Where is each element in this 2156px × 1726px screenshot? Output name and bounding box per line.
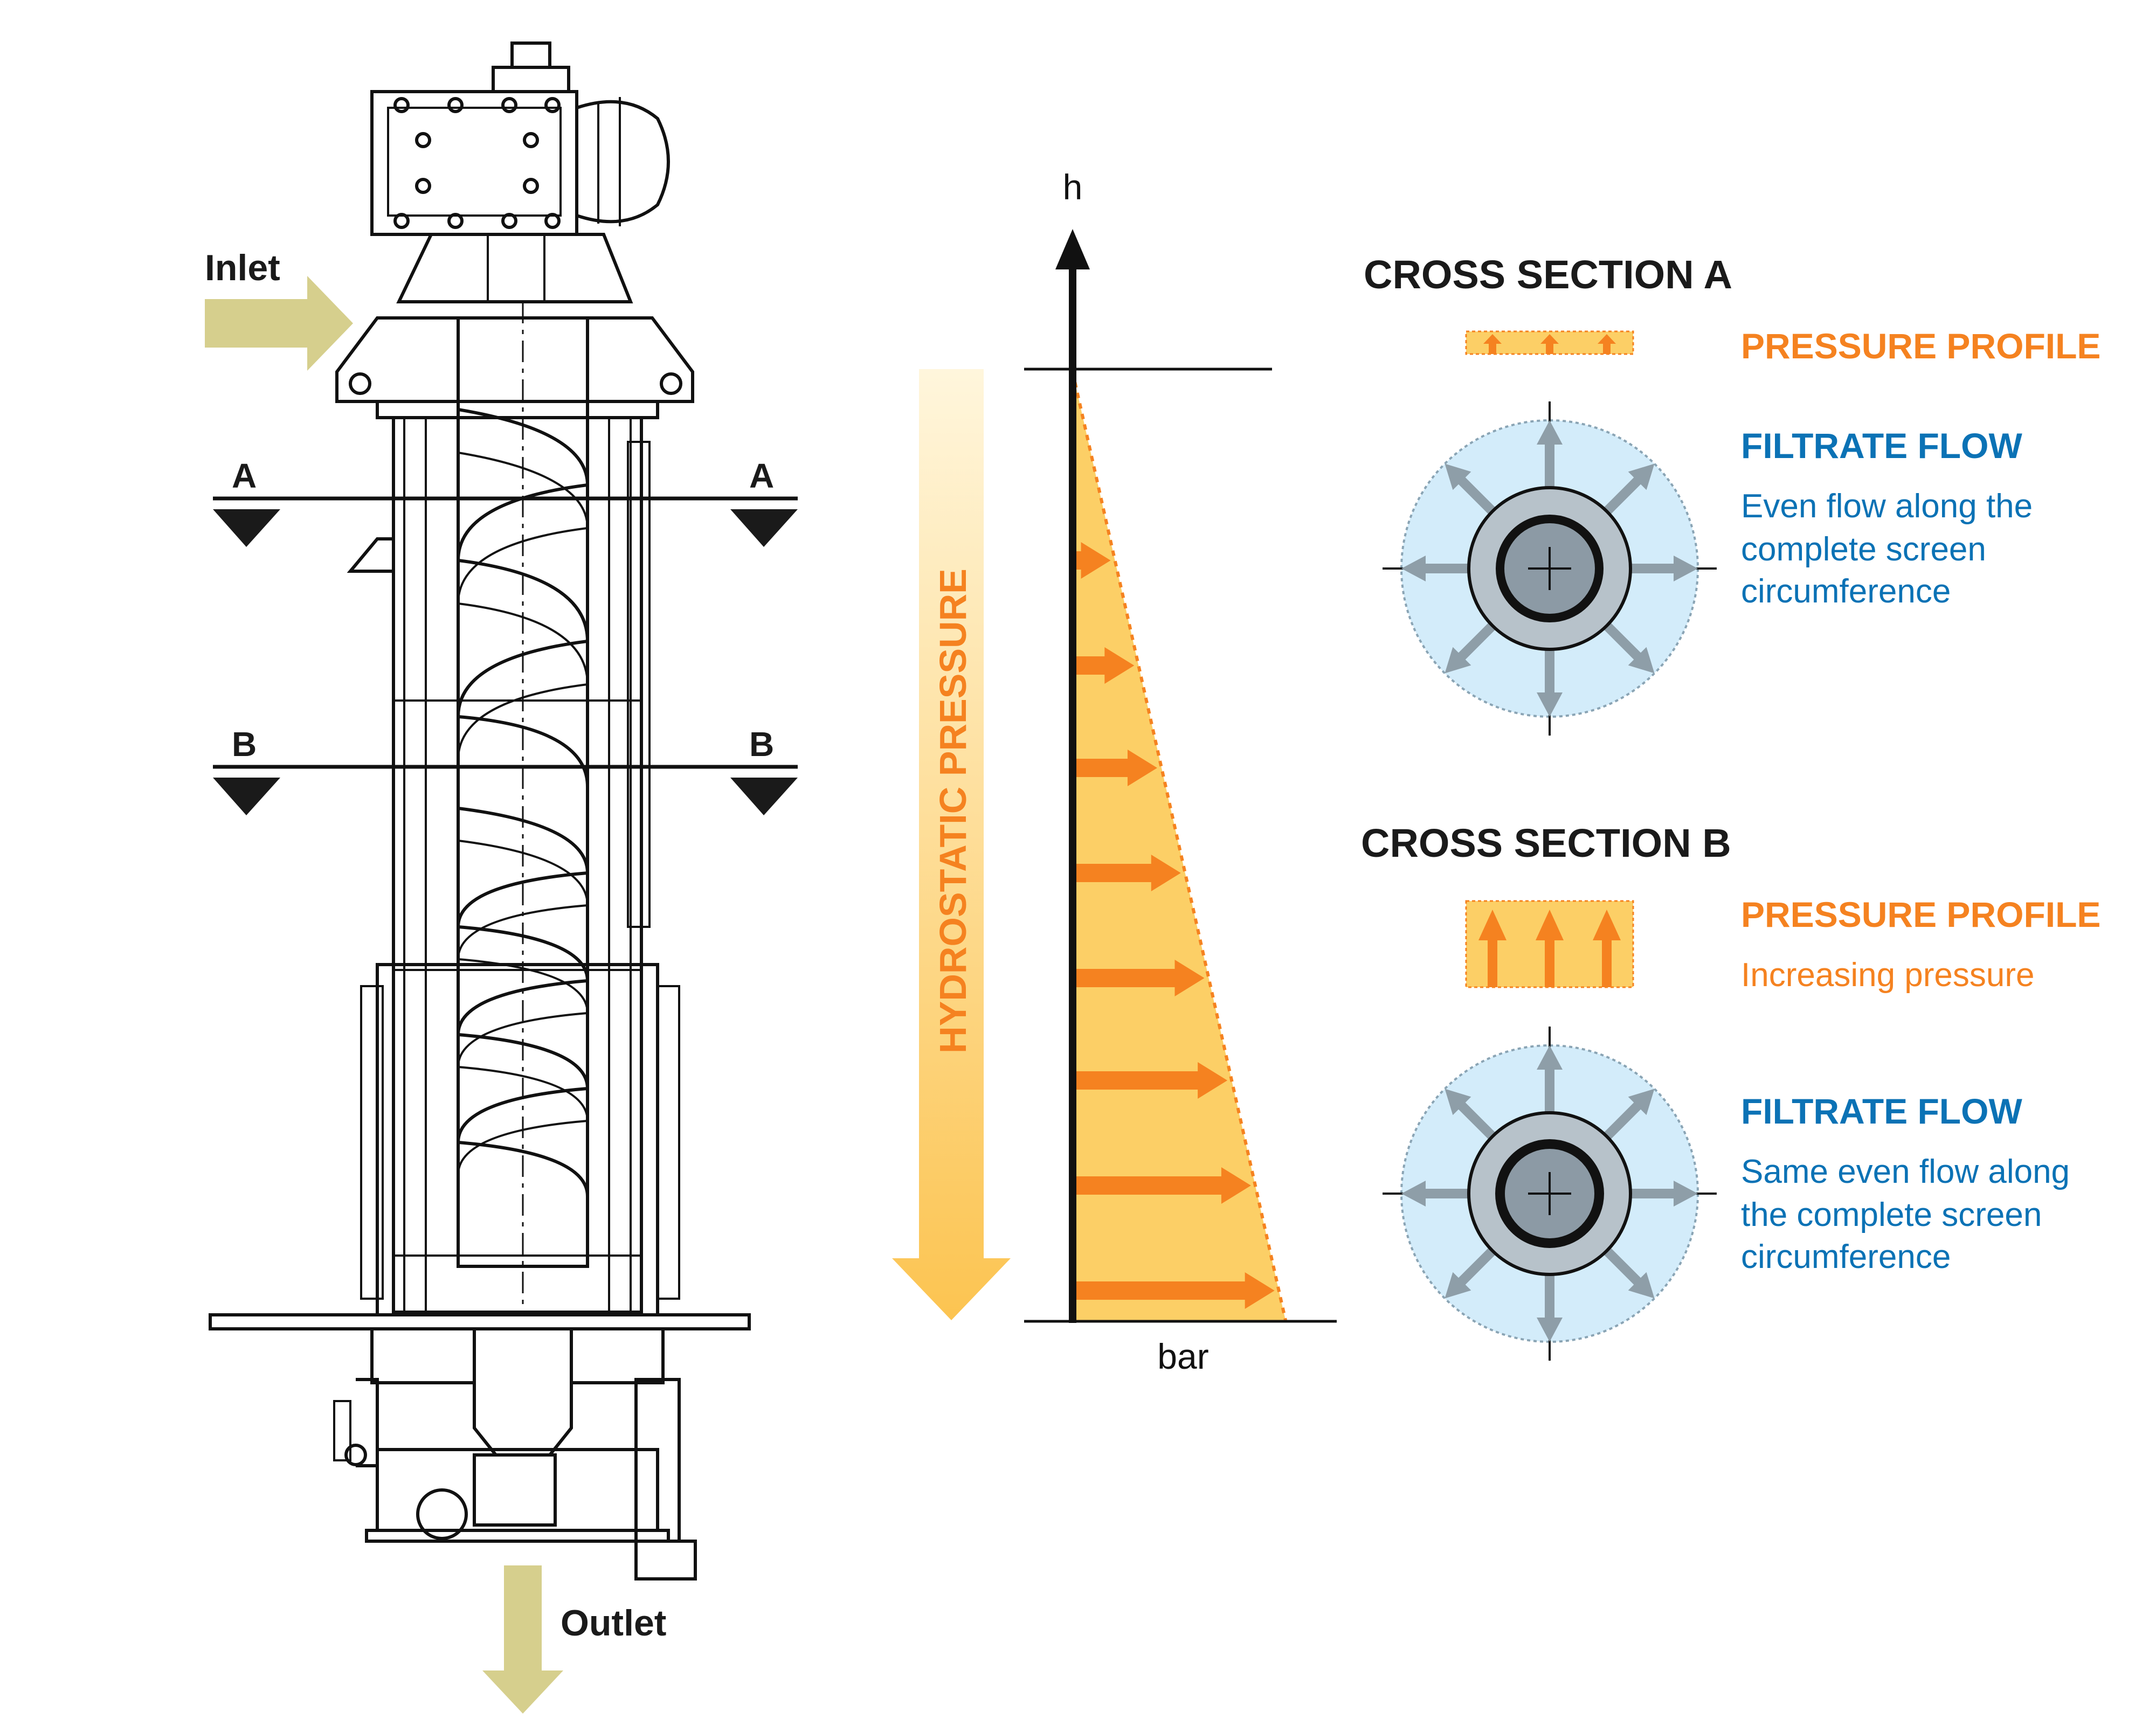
section-line-a: A A: [213, 456, 798, 547]
filtrate-flow-arrow-3: [1537, 1274, 1563, 1342]
hydrostatic-pressure-arrow: [892, 369, 1011, 1320]
filtrate-flow-arrow-7: [1537, 1045, 1563, 1113]
screw-press-machine: Inlet Outlet A A B B: [205, 41, 798, 1714]
filtrate-flow-arrow-2: [1603, 1247, 1655, 1299]
section-b-left-marker: [213, 778, 280, 815]
cross-section-b-panel: CROSS SECTION B PRESSURE PROFILE Increas…: [1361, 821, 2100, 1361]
pressure-arrow-1: [1075, 542, 1111, 579]
filtrate-flow-arrow-4: [1445, 1247, 1496, 1299]
drive-unit: [370, 41, 670, 303]
inlet-label: Inlet: [205, 247, 280, 288]
filtrate-flow-arrow-4: [1445, 622, 1496, 674]
pressure-arrow-7: [1075, 1167, 1251, 1204]
pressure-profile-a-title: PRESSURE PROFILE: [1741, 326, 2100, 366]
section-line-b: B B: [213, 725, 798, 815]
filtrate-flow-a-text-line-1: Even flow along the: [1741, 488, 2033, 525]
section-a-left-label: A: [232, 456, 257, 495]
pressure-arrow-3: [1075, 750, 1157, 786]
section-a-right-marker: [730, 509, 798, 547]
filtrate-flow-a-title: FILTRATE FLOW: [1741, 426, 2022, 466]
filtrate-flow-arrow-8: [1603, 463, 1655, 515]
filtrate-flow-a-text-line-3: circumference: [1741, 573, 1951, 610]
pressure-arrow-6: [1075, 1062, 1228, 1099]
pressure-arrow-4: [1075, 855, 1181, 891]
pressure-arrows: [1075, 542, 1275, 1309]
filtrate-flow-a-text-line-2: complete screen: [1741, 531, 1986, 568]
filtrate-flow-arrow-1: [1630, 556, 1698, 581]
filtrate-flow-arrow-6: [1445, 463, 1496, 515]
filtrate-flow-arrow-2: [1603, 622, 1655, 674]
filtrate-flow-b-text-line-3: circumference: [1741, 1238, 1951, 1276]
pressure-profile-b-text: Increasing pressure: [1741, 956, 2035, 994]
filtrate-flow-arrow-6: [1445, 1089, 1496, 1140]
section-b-right-label: B: [749, 725, 774, 764]
section-b-left-label: B: [232, 725, 257, 764]
base-plate: [209, 1313, 751, 1457]
outlet-label: Outlet: [561, 1603, 666, 1644]
screw-conveyor: [457, 302, 589, 1380]
pressure-triangle-edge: [1071, 371, 1287, 1321]
filtrate-flow-b-text-line-2: the complete screen: [1741, 1196, 2042, 1233]
filtrate-flow-arrow-8: [1603, 1089, 1655, 1140]
filtrate-flow-arrow-3: [1537, 649, 1563, 717]
bar-axis-label: bar: [1157, 1336, 1208, 1376]
section-a-right-label: A: [749, 456, 774, 495]
filtrate-flow-arrow-5: [1401, 556, 1469, 581]
section-b-right-marker: [730, 778, 798, 815]
screen-housing: [347, 416, 680, 1316]
cross-section-a-circle: [1383, 401, 1717, 736]
pressure-arrow-8: [1075, 1272, 1275, 1309]
outlet-housing: [333, 1378, 697, 1581]
cross-section-a-heading: CROSS SECTION A: [1364, 252, 1732, 297]
h-axis-label: h: [1063, 167, 1083, 207]
section-a-left-marker: [213, 509, 280, 547]
pressure-profile-b-icon: [1465, 900, 1634, 988]
filtrate-flow-arrow-7: [1537, 420, 1563, 488]
filtrate-flow-arrow-1: [1630, 1181, 1698, 1207]
pressure-profile-a-icon: [1465, 330, 1634, 355]
inlet-flange: [335, 316, 694, 419]
pressure-arrow-5: [1075, 960, 1205, 996]
cross-section-b-heading: CROSS SECTION B: [1361, 821, 1731, 865]
cross-section-a-panel: CROSS SECTION A PRESSURE PROFILE FILTRAT…: [1364, 252, 2100, 736]
filtrate-flow-arrow-5: [1401, 1181, 1469, 1207]
outlet-arrow: [482, 1565, 563, 1714]
pressure-arrow-2: [1075, 647, 1135, 684]
filtrate-flow-b-title: FILTRATE FLOW: [1741, 1091, 2022, 1131]
cross-section-b-circle: [1383, 1027, 1717, 1361]
inlet-arrow: [205, 276, 353, 371]
pressure-profile-b-title: PRESSURE PROFILE: [1741, 895, 2100, 934]
h-axis-arrowhead: [1055, 229, 1090, 269]
hydrostatic-pressure-diagram: HYDROSTATIC PRESSURE h bar: [892, 167, 1337, 1376]
hydrostatic-pressure-label: HYDROSTATIC PRESSURE: [932, 569, 974, 1053]
filtrate-flow-b-text-line-1: Same even flow along: [1741, 1153, 2070, 1190]
